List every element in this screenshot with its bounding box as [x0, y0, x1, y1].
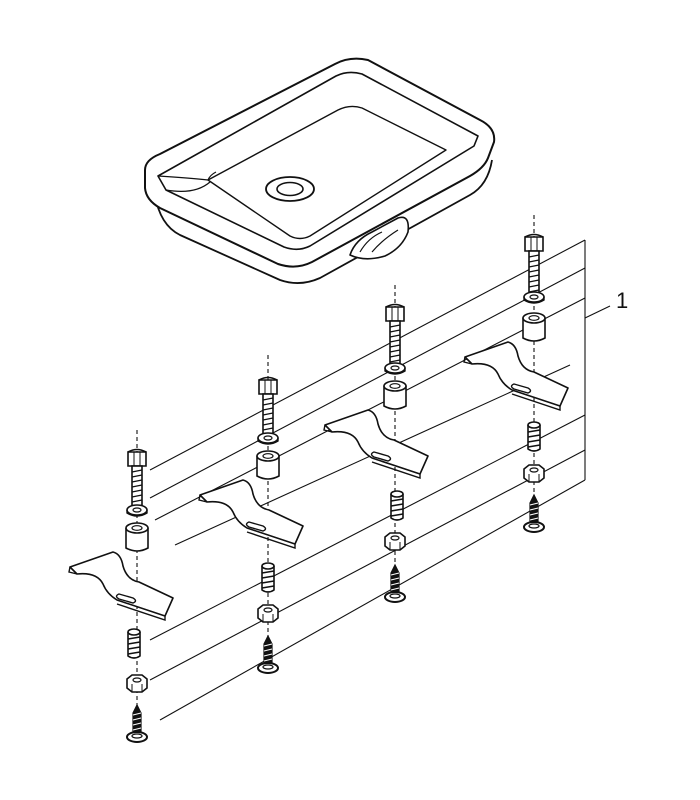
- fastener-assembly-2: [198, 376, 304, 674]
- basin: [144, 57, 496, 284]
- callout-label-1: 1: [616, 288, 628, 313]
- fastener-assembly-3: [323, 303, 429, 603]
- fastener-assembly-1: [68, 448, 174, 743]
- fastener-assembly-4: [463, 233, 569, 533]
